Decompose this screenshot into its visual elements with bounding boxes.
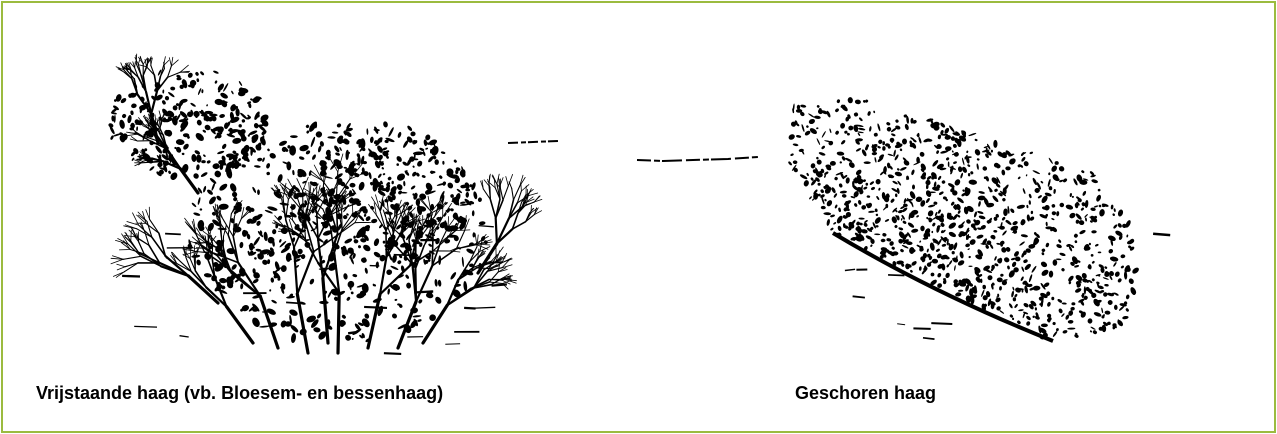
clipped-hedge-sketch	[788, 97, 1171, 343]
free-standing-hedge-caption: Vrijstaande haag (vb. Bloesem- en bessen…	[36, 383, 444, 403]
clipped-hedge-caption: Geschoren haag	[795, 383, 937, 403]
ground-line-sketch	[636, 156, 759, 163]
free-standing-hedge-sketch	[108, 53, 559, 355]
